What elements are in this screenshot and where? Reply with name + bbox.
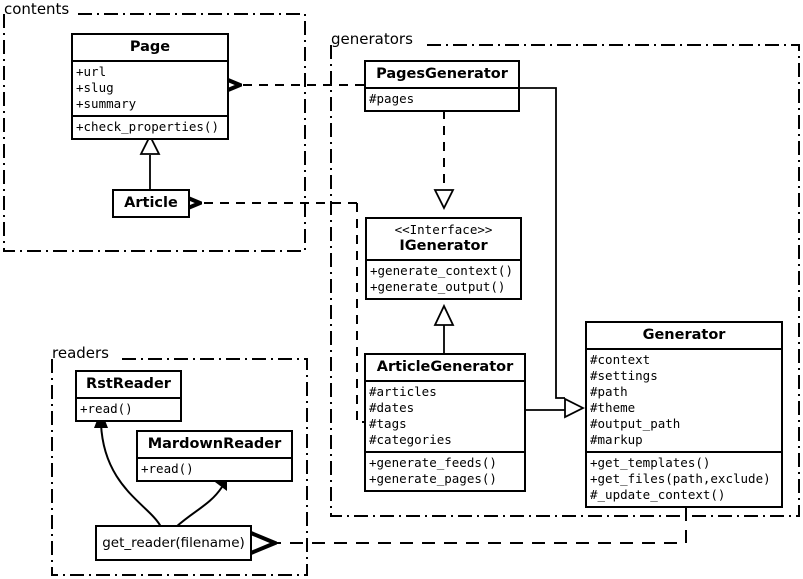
attribute-row: #markup [590,432,643,447]
method-row: +generate_output() [370,279,506,294]
class-methods-igenerator: +generate_context() +generate_output() [367,259,520,298]
class-name-text-igenerator: IGenerator [399,238,488,254]
method-row: +generate_feeds() [369,455,497,470]
relation-articlegenerator-to-article [200,203,364,423]
class-methods-page: +check_properties() [73,115,227,138]
class-attributes-articlegenerator: #articles #dates #tags #categories [366,380,524,451]
method-row: +generate_pages() [369,471,497,486]
attribute-row: #articles [369,384,437,399]
function-name-get-reader: get_reader(filename) [102,535,245,551]
class-attributes-generator: #context #settings #path #theme #output_… [587,348,781,451]
class-attributes-page: +url +slug +summary [73,60,227,115]
class-box-pagesgenerator[interactable]: PagesGenerator #pages [364,60,520,112]
attribute-row: +url [76,64,107,79]
attribute-row: #context [590,352,651,367]
class-methods-rstreader: +read() [77,397,180,420]
attribute-row: #categories [369,432,452,447]
attribute-row: +slug [76,80,114,95]
method-row: +read() [141,461,194,476]
method-row: #_update_context() [590,487,726,502]
class-box-rstreader[interactable]: RstReader +read() [75,370,182,422]
relation-articlegenerator-to-igenerator [433,303,455,354]
class-name-igenerator: <<Interface>> IGenerator [367,219,520,259]
function-box-get-reader[interactable]: get_reader(filename) [95,525,252,561]
class-stereotype-igenerator: <<Interface>> [394,222,493,237]
class-name-rstreader: RstReader [86,376,171,392]
class-methods-mardownreader: +read() [138,457,291,480]
method-row: +generate_context() [370,263,513,278]
class-box-page[interactable]: Page +url +slug +summary +check_properti… [71,33,229,140]
class-box-mardownreader[interactable]: MardownReader +read() [136,430,293,482]
relation-generator-to-getreader [275,508,687,543]
class-name-pagesgenerator: PagesGenerator [376,66,508,82]
class-box-generator[interactable]: Generator #context #settings #path #them… [585,321,783,508]
attribute-row: #output_path [590,416,681,431]
class-name-page: Page [129,39,171,55]
class-name-mardownreader: MardownReader [147,436,282,452]
class-box-igenerator[interactable]: <<Interface>> IGenerator +generate_conte… [365,217,522,300]
class-box-articlegenerator[interactable]: ArticleGenerator #articles #dates #tags … [364,353,526,492]
attribute-row: #settings [590,368,658,383]
relation-pagesgenerator-to-generator [520,87,586,419]
attribute-row: +summary [76,96,137,111]
class-name-articlegenerator: ArticleGenerator [376,359,514,375]
attribute-row: #dates [369,400,415,415]
package-label-generators: generators [331,30,413,48]
relation-pagesgenerator-to-igenerator [433,110,455,211]
attribute-row: #tags [369,416,407,431]
attribute-row: #pages [369,91,415,106]
method-row: +get_files(path,exclude) [590,471,771,486]
package-label-contents: contents [4,0,70,18]
class-name-article: Article [124,195,178,211]
class-box-article[interactable]: Article [112,189,190,218]
class-methods-generator: +get_templates() +get_files(path,exclude… [587,451,781,506]
package-label-readers: readers [52,344,109,362]
relation-article-to-page [139,133,161,190]
method-row: +read() [80,401,133,416]
class-methods-articlegenerator: +generate_feeds() +generate_pages() [366,451,524,490]
attribute-row: #theme [590,400,636,415]
method-row: +check_properties() [76,119,219,134]
method-row: +get_templates() [590,455,711,470]
class-name-generator: Generator [642,327,726,343]
attribute-row: #path [590,384,628,399]
class-attributes-pagesgenerator: #pages [366,87,518,110]
